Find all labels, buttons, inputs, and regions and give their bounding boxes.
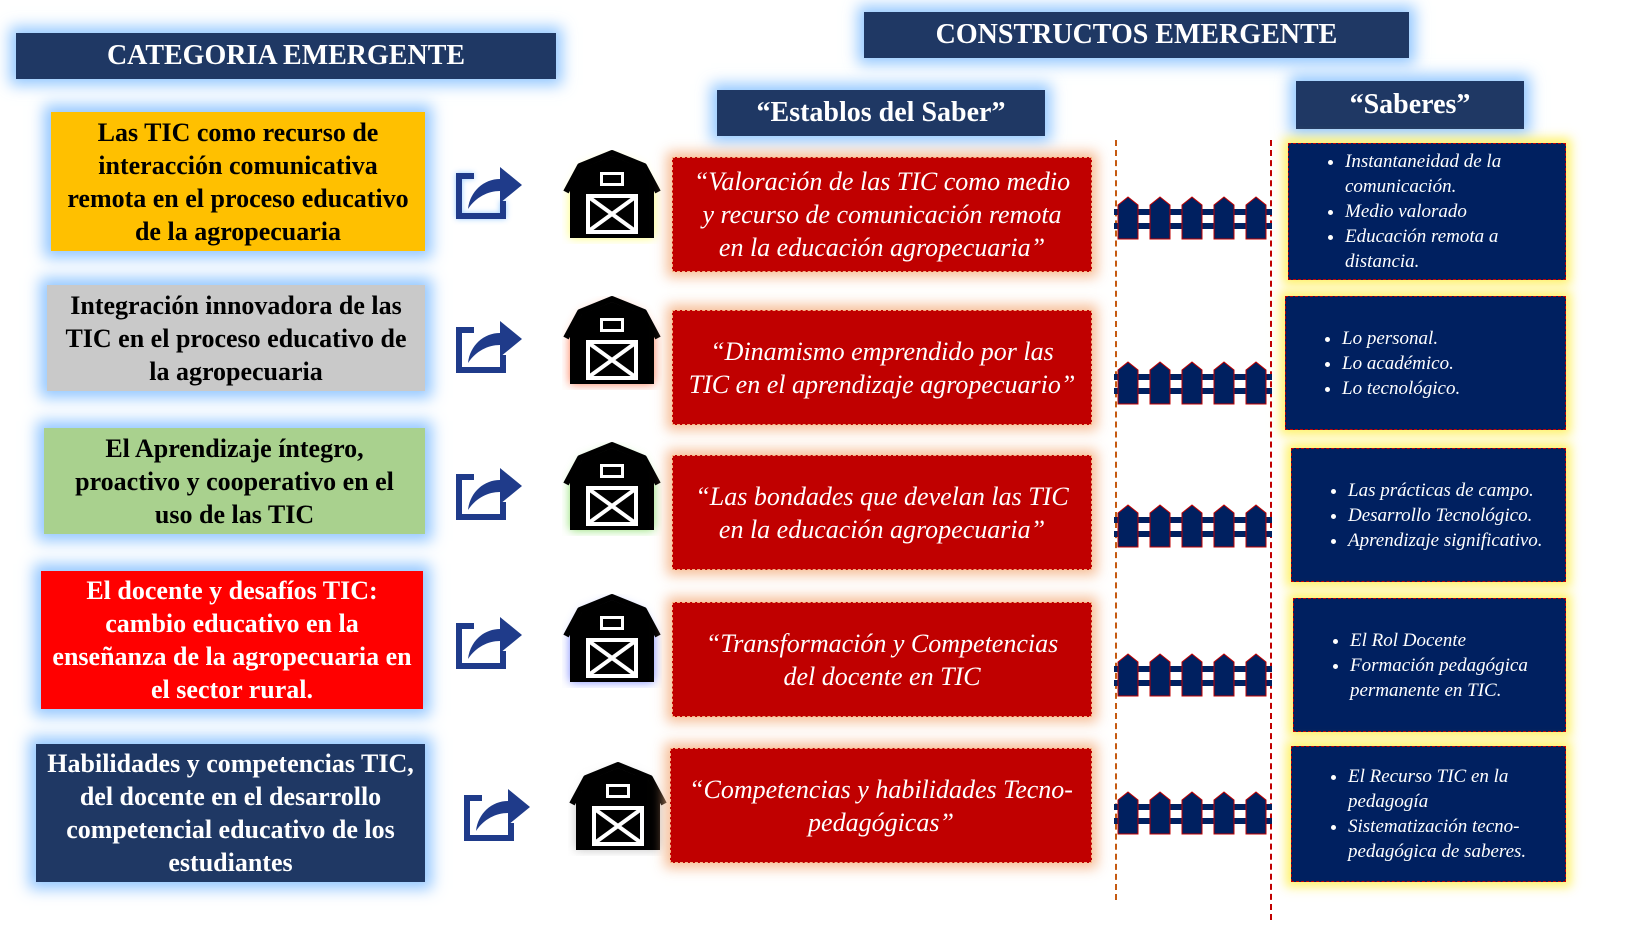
saber-item: Las prácticas de campo. [1348, 478, 1543, 503]
construct-box-2: “Dinamismo emprendido por las TIC en el … [672, 310, 1092, 425]
saberes-box-5: El Recurso TIC en la pedagogía Sistemati… [1291, 746, 1566, 882]
header-establos-del-saber: “Establos del Saber” [717, 90, 1045, 136]
share-arrow-icon [448, 603, 528, 680]
saber-item: Educación remota a distancia. [1345, 224, 1557, 274]
saberes-box-2: Lo personal. Lo académico. Lo tecnológic… [1285, 296, 1566, 430]
construct-text-3: “Las bondades que develan las TIC en la … [695, 481, 1069, 544]
fence-icon [1114, 652, 1272, 703]
barn-icon [562, 150, 662, 249]
saber-item: Lo personal. [1342, 326, 1460, 351]
category-box-5: Habilidades y competencias TIC, del doce… [36, 744, 425, 882]
barn-icon [562, 594, 662, 693]
saberes-list-3: Las prácticas de campo. Desarrollo Tecno… [1292, 478, 1551, 553]
construct-text-2: “Dinamismo emprendido por las TIC en el … [688, 336, 1076, 399]
header-categoria-emergente: CATEGORIA EMERGENTE [16, 33, 556, 79]
header-constructos-emergente: CONSTRUCTOS EMERGENTE [864, 12, 1409, 58]
saber-item: El Recurso TIC en la pedagogía [1348, 764, 1557, 814]
construct-box-3: “Las bondades que develan las TIC en la … [672, 455, 1092, 570]
share-arrow-icon [456, 775, 536, 852]
construct-text-5: “Competencias y habilidades Tecno-pedagó… [689, 774, 1073, 837]
saber-item: Lo académico. [1342, 351, 1460, 376]
construct-text-4: “Transformación y Competencias del docen… [705, 628, 1059, 691]
barn-icon [568, 762, 668, 861]
fence-icon [1114, 790, 1272, 841]
saber-item: Instantaneidad de la comunicación. [1345, 149, 1557, 199]
category-box-3: El Aprendizaje íntegro, proactivo y coop… [44, 428, 425, 534]
saberes-box-1: Instantaneidad de la comunicación. Medio… [1288, 143, 1566, 280]
saber-item: Sistematización tecno-pedagógica de sabe… [1348, 814, 1557, 864]
saberes-list-4: El Rol Docente Formación pedagógica perm… [1294, 628, 1565, 703]
saberes-list-5: El Recurso TIC en la pedagogía Sistemati… [1292, 764, 1565, 864]
fence-icon [1114, 195, 1272, 246]
construct-box-1: “Valoración de las TIC como medio y recu… [672, 157, 1092, 272]
barn-icon [562, 296, 662, 395]
category-text-1: Las TIC como recurso de interacción comu… [67, 117, 409, 246]
barn-icon [562, 442, 662, 541]
construct-box-4: “Transformación y Competencias del docen… [672, 602, 1092, 717]
category-box-4: El docente y desafíos TIC: cambio educat… [41, 571, 423, 709]
saber-item: Formación pedagógica permanente en TIC. [1350, 653, 1557, 703]
divider-line-right [1270, 140, 1272, 920]
saberes-list-1: Instantaneidad de la comunicación. Medio… [1289, 149, 1565, 274]
saber-item: Medio valorado [1345, 199, 1557, 224]
fence-icon [1114, 503, 1272, 554]
category-text-4: El docente y desafíos TIC: cambio educat… [52, 576, 412, 704]
construct-text-1: “Valoración de las TIC como medio y recu… [693, 167, 1071, 262]
saber-item: Aprendizaje significativo. [1348, 528, 1543, 553]
header-saberes: “Saberes” [1296, 81, 1524, 129]
saber-item: Desarrollo Tecnológico. [1348, 503, 1543, 528]
share-arrow-icon [448, 153, 528, 230]
category-text-5: Habilidades y competencias TIC, del doce… [47, 749, 414, 877]
saberes-box-3: Las prácticas de campo. Desarrollo Tecno… [1291, 448, 1566, 582]
saber-item: Lo tecnológico. [1342, 376, 1460, 401]
category-text-3: El Aprendizaje íntegro, proactivo y coop… [75, 433, 394, 529]
fence-icon [1114, 360, 1272, 411]
share-arrow-icon [448, 454, 528, 531]
category-box-2: Integración innovadora de las TIC en el … [47, 285, 425, 391]
category-box-1: Las TIC como recurso de interacción comu… [51, 112, 425, 251]
saberes-box-4: El Rol Docente Formación pedagógica perm… [1293, 598, 1566, 732]
construct-box-5: “Competencias y habilidades Tecno-pedagó… [670, 748, 1092, 863]
category-text-2: Integración innovadora de las TIC en el … [65, 290, 407, 386]
share-arrow-icon [448, 307, 528, 384]
saberes-list-2: Lo personal. Lo académico. Lo tecnológic… [1286, 326, 1468, 401]
saber-item: El Rol Docente [1350, 628, 1557, 653]
